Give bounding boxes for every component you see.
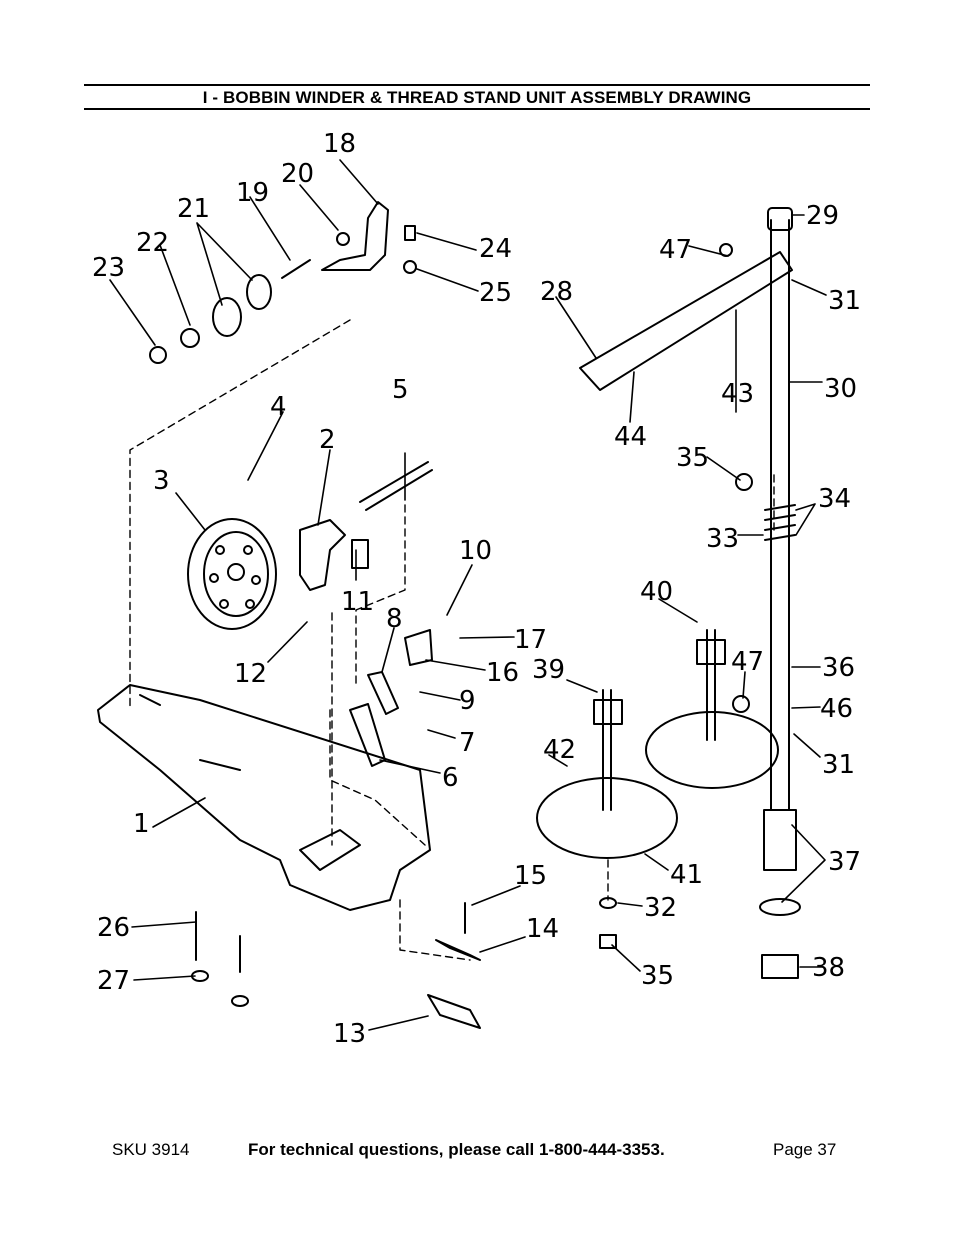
part-label-31b: 31 bbox=[822, 750, 855, 780]
part-label-20: 20 bbox=[281, 159, 314, 189]
part-label-18: 18 bbox=[323, 129, 356, 159]
bolt-shape bbox=[763, 809, 797, 871]
page-number: Page 37 bbox=[773, 1140, 837, 1159]
part-label-17: 17 bbox=[514, 625, 547, 655]
part-label-47: 47 bbox=[659, 235, 692, 265]
part-label-12: 12 bbox=[234, 659, 267, 689]
assembly-drawing-svg: 1 2 3 4 5 6 7 8 9 10 11 12 13 14 15 16 1… bbox=[92, 129, 861, 1049]
part-label-1: 1 bbox=[133, 809, 150, 839]
part-label-21: 21 bbox=[177, 194, 210, 224]
part-label-44: 44 bbox=[614, 422, 647, 452]
part-label-15: 15 bbox=[514, 861, 547, 891]
part-label-40: 40 bbox=[640, 577, 673, 607]
part-shapes bbox=[97, 159, 827, 1031]
part-label-38: 38 bbox=[812, 953, 845, 983]
tech-support-text: For technical questions, please call 1-8… bbox=[248, 1140, 665, 1159]
spool-plate-shape bbox=[536, 777, 678, 859]
part-label-34: 34 bbox=[818, 484, 851, 514]
part-label-37: 37 bbox=[828, 847, 861, 877]
title-bar: I - BOBBIN WINDER & THREAD STAND UNIT AS… bbox=[84, 84, 870, 110]
arm-shape bbox=[579, 251, 793, 391]
lever-shape bbox=[367, 671, 399, 715]
base-plate-shape bbox=[97, 684, 431, 911]
part-label-3: 3 bbox=[153, 466, 170, 496]
part-label-19: 19 bbox=[236, 178, 269, 208]
bracket-shape bbox=[299, 519, 346, 591]
part-label-41: 41 bbox=[670, 860, 703, 890]
sku-label: SKU 3914 bbox=[112, 1140, 190, 1159]
page-footer: SKU 3914 For technical questions, please… bbox=[0, 1140, 954, 1164]
pulley-shape bbox=[187, 518, 277, 630]
part-label-39: 39 bbox=[532, 655, 565, 685]
part-label-30: 30 bbox=[824, 374, 857, 404]
part-label-4: 4 bbox=[270, 392, 287, 422]
part-label-13: 13 bbox=[333, 1019, 366, 1049]
part-label-27: 27 bbox=[97, 966, 130, 996]
leader-lines bbox=[109, 159, 827, 1031]
part-label-36: 36 bbox=[822, 653, 855, 683]
part-label-10: 10 bbox=[459, 536, 492, 566]
part-label-46: 46 bbox=[820, 694, 853, 724]
dashed-guide-lines bbox=[129, 319, 775, 961]
part-label-43: 43 bbox=[721, 379, 754, 409]
part-label-31: 31 bbox=[828, 286, 861, 316]
part-label-26: 26 bbox=[97, 913, 130, 943]
part-label-22: 22 bbox=[136, 228, 169, 258]
part-label-6: 6 bbox=[442, 763, 459, 793]
part-label-11: 11 bbox=[341, 587, 374, 617]
part-label-14: 14 bbox=[526, 914, 559, 944]
assembly-drawing: 1 2 3 4 5 6 7 8 9 10 11 12 13 14 15 16 1… bbox=[0, 110, 954, 1110]
part-label-23: 23 bbox=[92, 253, 125, 283]
part-label-16: 16 bbox=[486, 658, 519, 688]
part-label-2: 2 bbox=[319, 425, 336, 455]
part-label-42: 42 bbox=[543, 735, 576, 765]
shaft-shape bbox=[359, 461, 433, 511]
part-label-35b: 35 bbox=[641, 961, 674, 991]
part-label-28: 28 bbox=[540, 277, 573, 307]
part-label-5: 5 bbox=[392, 375, 409, 405]
part-label-25: 25 bbox=[479, 278, 512, 308]
part-label-47b: 47 bbox=[731, 647, 764, 677]
part-label-24: 24 bbox=[479, 234, 512, 264]
part-label-9: 9 bbox=[459, 686, 476, 716]
part-label-29: 29 bbox=[806, 201, 839, 231]
pin-shape bbox=[427, 994, 481, 1029]
bobbin-bracket-shape bbox=[321, 201, 389, 271]
part-label-7: 7 bbox=[459, 728, 476, 758]
part-label-8: 8 bbox=[386, 604, 403, 634]
part-label-33: 33 bbox=[706, 524, 739, 554]
part-label-32: 32 bbox=[644, 893, 677, 923]
page-title: I - BOBBIN WINDER & THREAD STAND UNIT AS… bbox=[202, 88, 752, 107]
part-labels: 1 2 3 4 5 6 7 8 9 10 11 12 13 14 15 16 1… bbox=[92, 129, 861, 1049]
part-label-35: 35 bbox=[676, 443, 709, 473]
